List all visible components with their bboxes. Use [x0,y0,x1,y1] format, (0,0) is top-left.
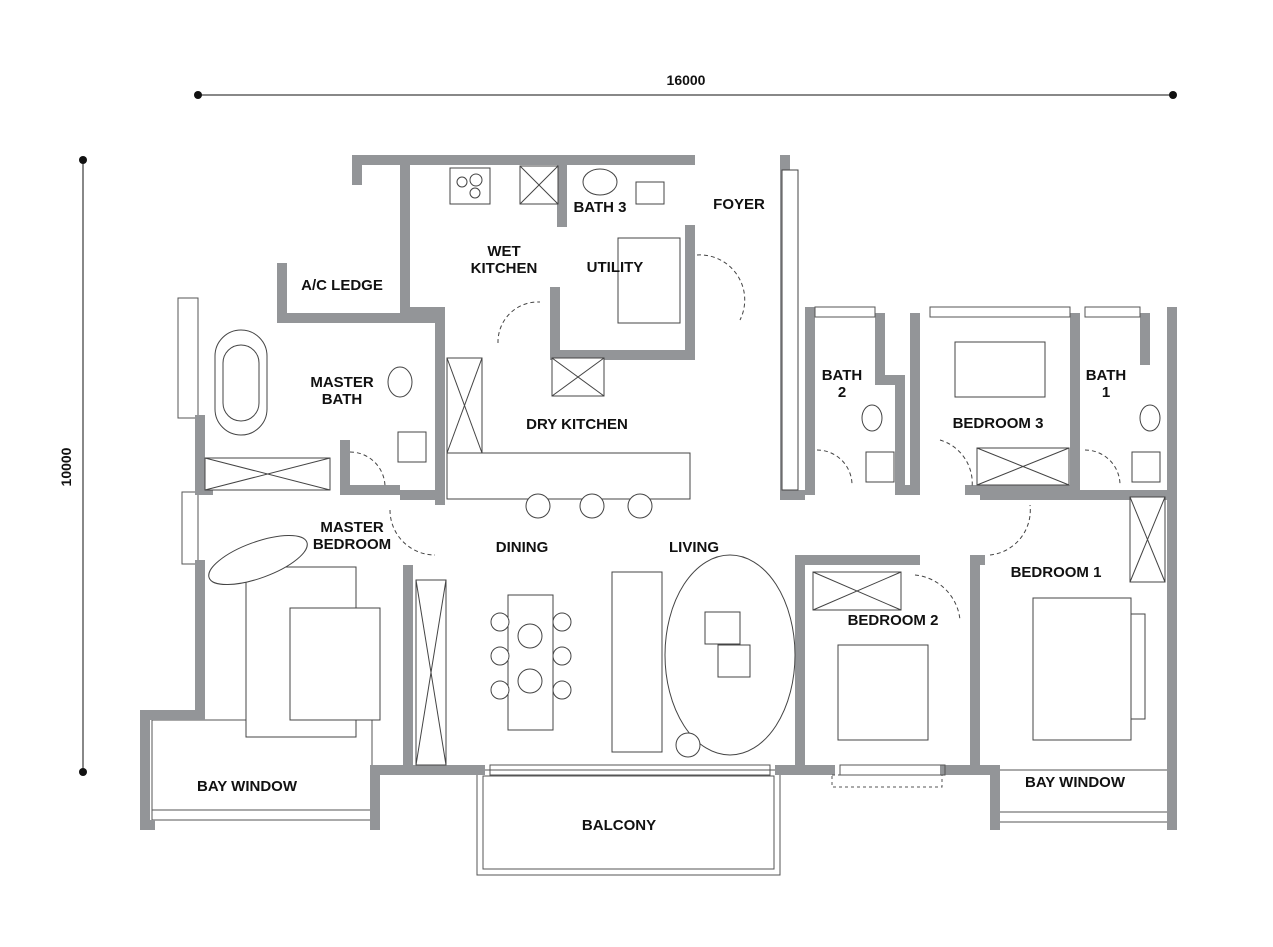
washer-dryer [617,237,681,324]
label-bath3: BATH 3 [573,199,626,216]
master-bed [289,607,381,721]
bedroom3-bed [954,341,1046,398]
label-bath1-2: 1 [1102,384,1110,401]
label-ac-ledge: A/C LEDGE [301,277,383,294]
dimension-height: 10000 [58,156,87,776]
balcony-outline [476,769,781,876]
label-master-bath-1: MASTER [310,374,374,391]
doors [349,254,1121,788]
label-living: LIVING [669,539,719,556]
toilet [635,181,665,205]
label-bay-window-right: BAY WINDOW [1025,774,1126,791]
room-labels: FOYER BATH 3 WET KITCHEN UTILITY A/C LED… [197,196,1126,834]
furniture [208,167,1161,758]
label-bath2-2: 2 [838,384,846,401]
label-bedroom3: BEDROOM 3 [953,415,1044,432]
label-bedroom1: BEDROOM 1 [1011,564,1102,581]
walls [140,155,1177,830]
dining-table [507,594,554,731]
label-dining: DINING [496,539,549,556]
label-foyer: FOYER [713,196,765,213]
basin [582,168,618,196]
dimension-width: 16000 [194,72,1177,99]
label-bay-window-left: BAY WINDOW [197,778,298,795]
label-balcony: BALCONY [582,817,656,834]
label-dry-kitchen: DRY KITCHEN [526,416,628,433]
label-bath1-1: BATH [1086,367,1127,384]
bedroom2-bed [837,644,929,741]
stove [449,167,491,205]
label-utility: UTILITY [587,259,644,276]
sofa [611,571,663,753]
cabinets [204,165,1166,766]
label-master-bedroom-2: BEDROOM [313,536,391,553]
label-bath2-1: BATH [822,367,863,384]
windows [489,306,1141,776]
label-master-bedroom-1: MASTER [320,519,384,536]
chaise [208,534,308,586]
width-label: 16000 [667,72,706,88]
label-wet-kitchen-1: WET [487,243,520,260]
label-wet-kitchen-2: KITCHEN [471,260,538,277]
label-bedroom2: BEDROOM 2 [848,612,939,629]
height-label: 10000 [58,447,74,486]
label-master-bath-2: BATH [322,391,363,408]
